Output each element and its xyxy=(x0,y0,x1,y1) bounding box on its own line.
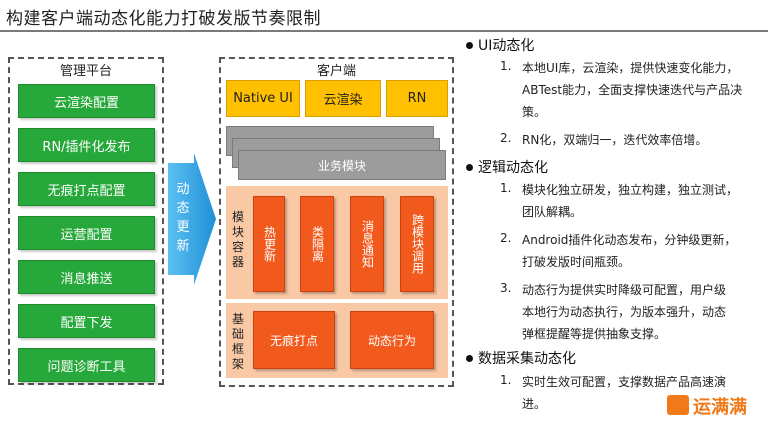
rn-box: RN xyxy=(386,80,448,117)
mgmt-item-config-distribution: 配置下发 xyxy=(18,304,155,338)
dynamic-update-arrow xyxy=(168,153,216,285)
management-platform-title: 管理平台 xyxy=(59,64,112,79)
module-item-cross-module-call: 跨模块调用 xyxy=(400,196,434,292)
business-module-layer: 业务模块 xyxy=(238,150,446,180)
point-line: ABTest能力，全面支撑快速迭代与产品决 xyxy=(522,83,743,97)
logo-text: 运满满 xyxy=(693,397,747,418)
client-panel xyxy=(219,57,454,387)
point-number: 2. xyxy=(500,231,512,245)
company-logo: 运满满 xyxy=(667,393,767,419)
point-line: 进。 xyxy=(522,397,547,411)
bullet-heading-logic: 逻辑动态化 xyxy=(478,160,548,176)
base-item-dynamic-behavior: 动态行为 xyxy=(350,311,434,369)
mgmt-item-operations-config: 运营配置 xyxy=(18,216,155,250)
slide-title: 构建客户端动态化能力打破发版节奏限制 xyxy=(6,9,321,29)
mgmt-item-diagnosis-tool: 问题诊断工具 xyxy=(18,348,155,382)
point-number: 2. xyxy=(500,131,512,145)
point-line: RN化，双端归一，迭代效率倍增。 xyxy=(522,133,708,147)
point-number: 1. xyxy=(500,373,512,387)
bullet-dot xyxy=(466,42,473,49)
point-number: 1. xyxy=(500,59,512,73)
client-title: 客户端 xyxy=(316,64,356,79)
management-platform-panel xyxy=(8,57,164,385)
point-number: 1. xyxy=(500,181,512,195)
module-item-message-notify: 消息通知 xyxy=(350,196,384,292)
point-line: 策。 xyxy=(522,105,547,119)
point-line: 本地行为动态执行，为版本强升，动态 xyxy=(522,305,727,319)
point-line: 动态行为提供实时降级可配置，用户级 xyxy=(522,283,727,297)
point-line: 打破发版时间瓶颈。 xyxy=(522,255,631,269)
module-item-hot-update: 热更新 xyxy=(253,196,285,292)
module-container-label: 模 块 容 器 xyxy=(231,210,244,269)
title-divider xyxy=(0,30,768,32)
point-line: 本地UI库，云渲染，提供快速变化能力， xyxy=(522,61,739,75)
bullet-dot xyxy=(466,164,473,171)
mgmt-item-tracking-config: 无痕打点配置 xyxy=(18,172,155,206)
mgmt-item-message-push: 消息推送 xyxy=(18,260,155,294)
bullet-heading-ui: UI动态化 xyxy=(478,38,535,54)
bullet-heading-data: 数据采集动态化 xyxy=(478,351,576,367)
point-line: 实时生效可配置，支撑数据产品高速演 xyxy=(522,375,727,389)
arrow-label: 动 态 更 新 xyxy=(176,182,190,254)
truck-icon xyxy=(667,395,689,415)
point-line: 模块化独立研发，独立构建，独立测试， xyxy=(522,183,739,197)
point-line: Android插件化动态发布，分钟级更新， xyxy=(522,233,737,247)
native-ui-box: Native UI xyxy=(226,80,300,117)
base-framework-label: 基 础 框 架 xyxy=(231,312,244,371)
cloud-render-box: 云渲染 xyxy=(305,80,381,117)
point-line: 团队解耦。 xyxy=(522,205,583,219)
bullet-dot xyxy=(466,355,473,362)
base-item-traceless-tracking: 无痕打点 xyxy=(253,311,335,369)
module-item-class-isolation: 类隔离 xyxy=(300,196,334,292)
point-line: 弹框提醒等提供抽象支撑。 xyxy=(522,327,667,341)
mgmt-item-cloud-render-config: 云渲染配置 xyxy=(18,84,155,118)
mgmt-item-rn-plugin-publish: RN/插件化发布 xyxy=(18,128,155,162)
point-number: 3. xyxy=(500,281,512,295)
